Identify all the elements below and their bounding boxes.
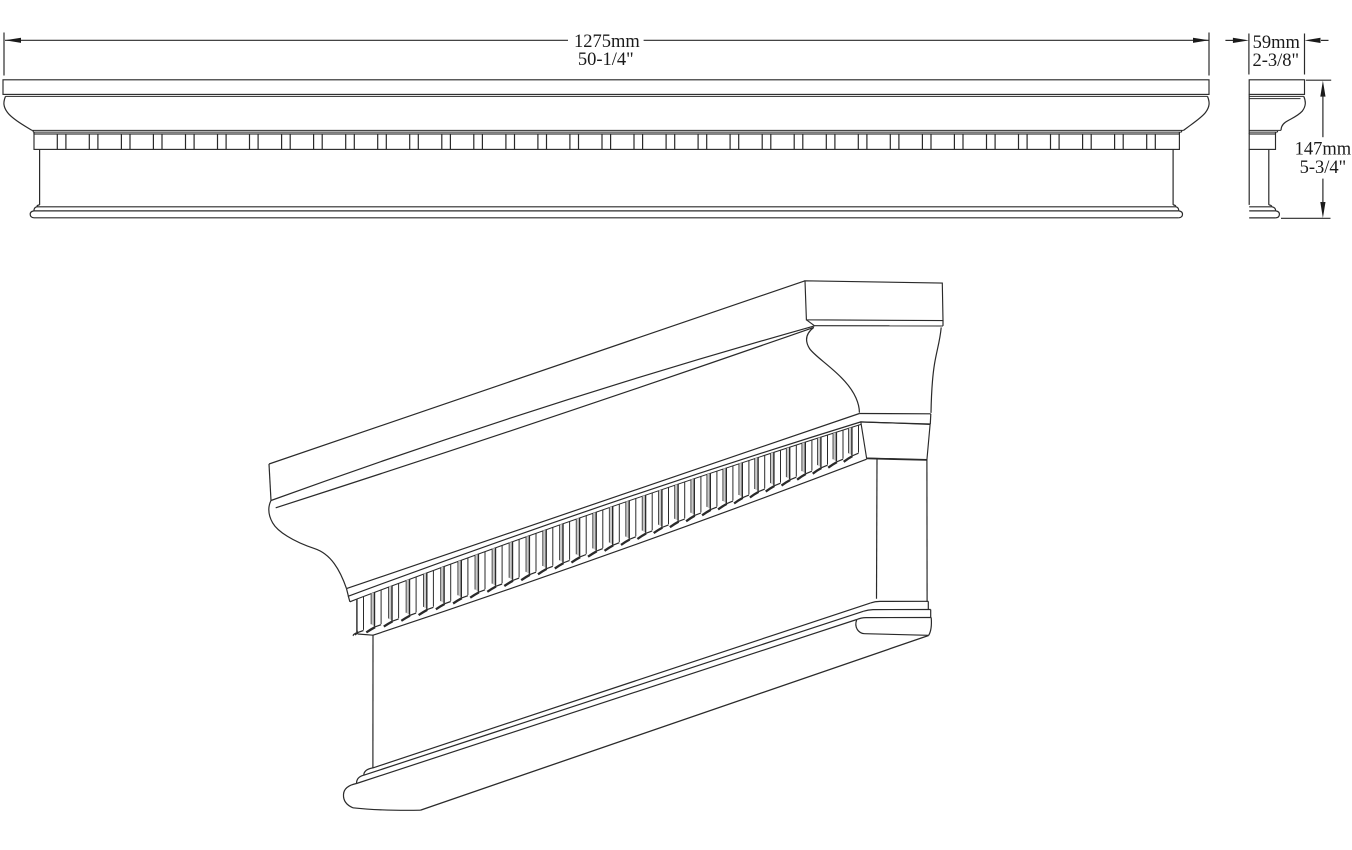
svg-text:50-1/4": 50-1/4" [578,50,634,70]
svg-text:147mm: 147mm [1295,140,1352,160]
svg-text:5-3/4": 5-3/4" [1300,158,1347,178]
svg-text:59mm: 59mm [1253,33,1301,53]
svg-text:1275mm: 1275mm [574,32,640,52]
svg-text:2-3/8": 2-3/8" [1252,51,1299,71]
